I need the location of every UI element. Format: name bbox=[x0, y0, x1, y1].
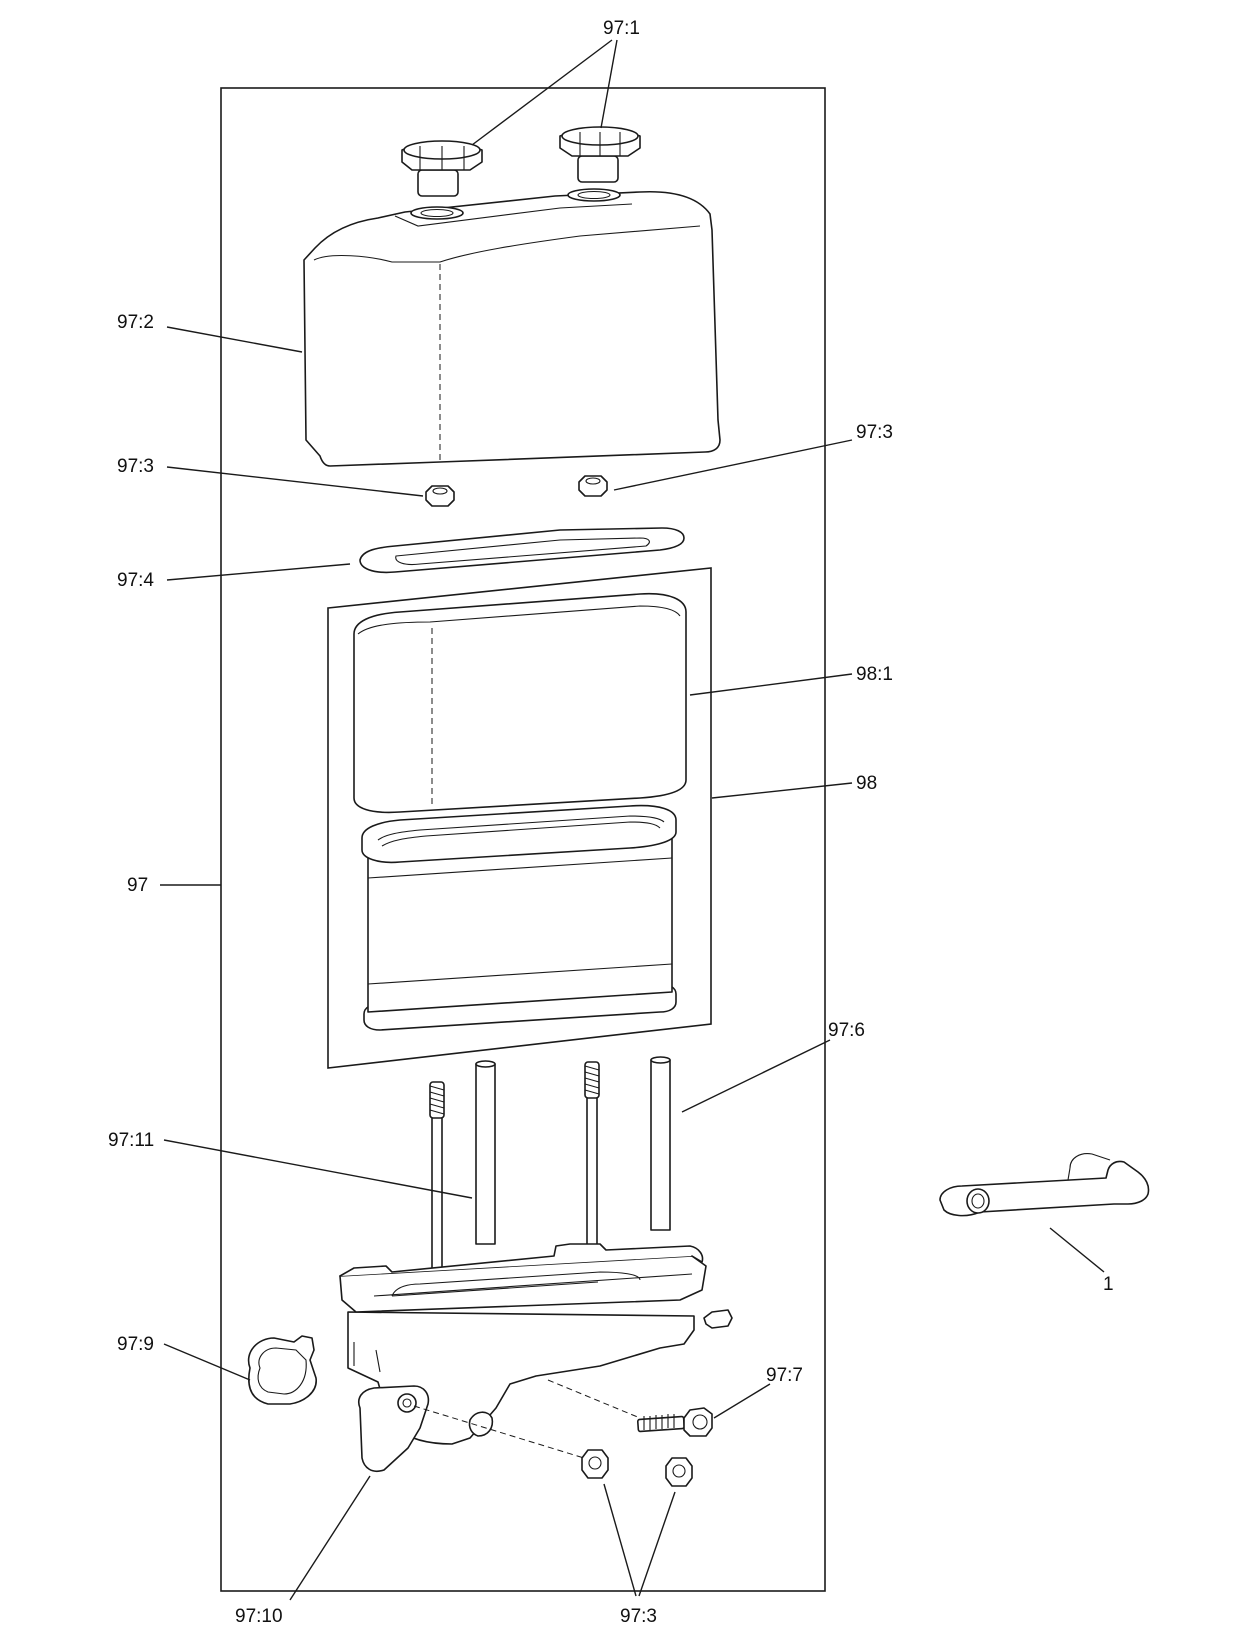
stud-left bbox=[429, 1081, 445, 1289]
nut-top-left bbox=[425, 485, 455, 507]
assembly-axis-bolt bbox=[547, 1379, 641, 1419]
callout-98: 98 bbox=[856, 773, 877, 794]
pre-filter-sleeve bbox=[353, 592, 687, 814]
assembly-98-frame bbox=[327, 567, 712, 1069]
callout-97-6: 97:6 bbox=[828, 1020, 865, 1041]
callout-97-3-right: 97:3 bbox=[856, 422, 893, 443]
hanger-bracket bbox=[358, 1385, 494, 1473]
callout-97-3-left: 97:3 bbox=[117, 456, 154, 477]
callout-97-7: 97:7 bbox=[766, 1365, 803, 1386]
leader-lines bbox=[160, 39, 1105, 1601]
callout-98-1: 98:1 bbox=[856, 664, 893, 685]
callout-97-4: 97:4 bbox=[117, 570, 154, 591]
small-gasket bbox=[247, 1335, 317, 1405]
callout-97: 97 bbox=[127, 875, 148, 896]
callout-97-11: 97:11 bbox=[108, 1130, 154, 1151]
callout-97-10: 97:10 bbox=[235, 1606, 283, 1627]
spacer-tube-right bbox=[650, 1056, 671, 1231]
knob-right bbox=[559, 126, 641, 183]
knob-left bbox=[401, 140, 483, 197]
stud-right bbox=[584, 1061, 600, 1269]
spacer-tube-left bbox=[475, 1060, 496, 1245]
filter-element bbox=[361, 804, 677, 1031]
nut-bottom-right bbox=[665, 1457, 693, 1487]
bolt bbox=[636, 1407, 713, 1437]
nut-bottom-left bbox=[581, 1449, 609, 1479]
gasket-plate bbox=[359, 527, 685, 574]
callout-97-2: 97:2 bbox=[117, 312, 154, 333]
filter-base bbox=[339, 1243, 733, 1445]
handle-part-1 bbox=[939, 1153, 1150, 1217]
callout-97-3-bottom: 97:3 bbox=[620, 1606, 657, 1627]
callout-97-1: 97:1 bbox=[603, 18, 640, 39]
nut-top-right bbox=[578, 475, 608, 497]
callout-1: 1 bbox=[1103, 1274, 1114, 1295]
air-filter-cover bbox=[303, 188, 721, 467]
assembly-97-frame bbox=[220, 87, 826, 1592]
callout-97-9: 97:9 bbox=[117, 1334, 154, 1355]
